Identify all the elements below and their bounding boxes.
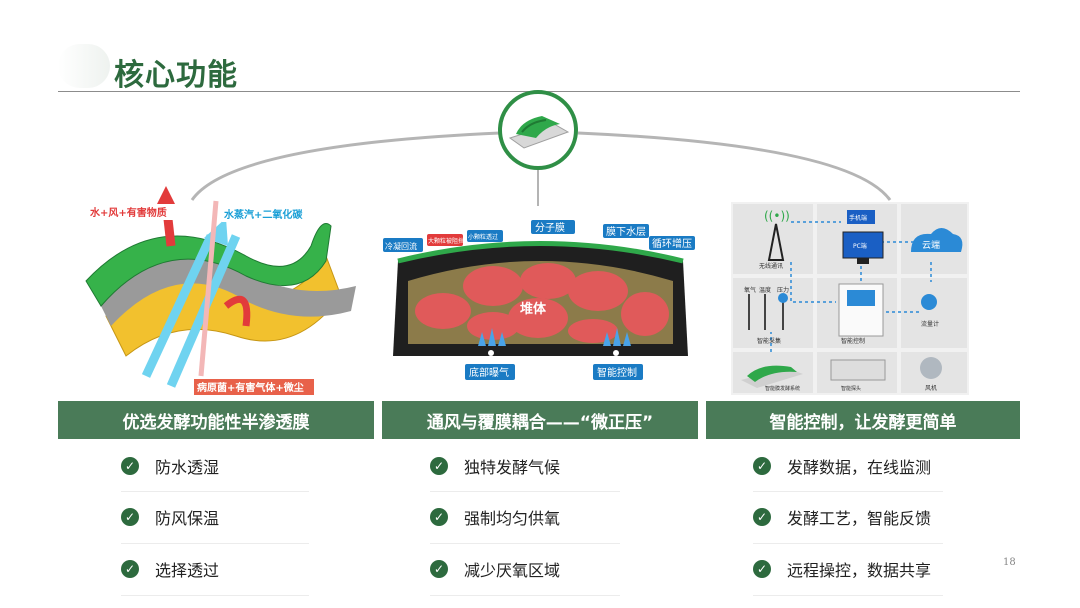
feature-item: ✓ 减少厌氧区域 — [430, 549, 560, 589]
label-harmful-inputs: 水+风+有害物质 — [89, 206, 167, 219]
label-smart-probe: 智能探头 — [841, 385, 861, 392]
check-icon: ✓ — [753, 560, 771, 578]
hub-device-icon — [498, 90, 578, 170]
label-pathogens: 病原菌+有害气体+微尘 — [197, 381, 304, 394]
label-circulation-pressure: 循环增压 — [652, 237, 692, 250]
label-wireless: 无线通讯 — [759, 262, 783, 270]
label-cloud: 云端 — [922, 239, 940, 251]
check-icon: ✓ — [430, 508, 448, 526]
section-bar-smart-control: 智能控制，让发酵更简单 — [706, 401, 1020, 439]
label-membrane-system: 智能膜发酵系统 — [765, 385, 800, 392]
smart-control-system-illustration: ((•)) 无线通讯 手机端 PC端 云端 氧气 温度 压力 智能采集 智能控制… — [731, 202, 969, 395]
label-large-particles: 大颗粒被阻挡 — [428, 237, 464, 245]
feature-item: ✓ 选择透过 — [121, 549, 219, 589]
title-decoration — [58, 44, 110, 88]
item-divider — [121, 491, 309, 492]
label-pressure: 压力 — [777, 286, 789, 294]
feature-item: ✓ 独特发酵气候 — [430, 446, 560, 486]
feature-label: 减少厌氧区域 — [464, 561, 561, 580]
item-divider — [753, 491, 943, 492]
label-smart-control: 智能控制 — [597, 366, 637, 379]
feature-item: ✓ 远程操控，数据共享 — [753, 549, 931, 589]
pile-cross-section-illustration: 堆体 分子膜 膜下水层 循环增压 冷凝回流 大颗粒被阻挡 小颗粒透过 底部曝气 … — [383, 220, 695, 380]
feature-label: 发酵数据，在线监测 — [787, 458, 932, 477]
label-temperature: 温度 — [759, 286, 771, 294]
label-pc: PC端 — [853, 242, 867, 250]
feature-item: ✓ 发酵工艺，智能反馈 — [753, 497, 931, 537]
label-smart-controller: 智能控制 — [841, 337, 865, 345]
section-bar-ventilation: 通风与覆膜耦合——“微正压” — [382, 401, 698, 439]
feature-item: ✓ 强制均匀供氧 — [430, 497, 560, 537]
feature-label: 防风保温 — [155, 509, 220, 528]
item-divider — [430, 491, 620, 492]
feature-label: 强制均匀供氧 — [464, 509, 561, 528]
label-water-layer: 膜下水层 — [606, 226, 646, 238]
check-icon: ✓ — [121, 508, 139, 526]
check-icon: ✓ — [753, 457, 771, 475]
section-bar-membrane: 优选发酵功能性半渗透膜 — [58, 401, 374, 439]
feature-item: ✓ 防风保温 — [121, 497, 219, 537]
label-mobile: 手机端 — [849, 214, 867, 222]
label-oxygen: 氧气 — [744, 286, 756, 294]
item-divider — [753, 595, 943, 596]
feature-label: 防水透湿 — [155, 458, 220, 477]
page-number: 18 — [1003, 557, 1016, 568]
check-icon: ✓ — [430, 560, 448, 578]
feature-label: 选择透过 — [155, 561, 220, 580]
svg-text:((•)): ((•)) — [764, 209, 790, 223]
label-small-particles: 小颗粒透过 — [468, 233, 498, 241]
label-flowmeter: 流量计 — [921, 320, 939, 328]
check-icon: ✓ — [121, 560, 139, 578]
label-vapor-co2: 水蒸汽+二氧化碳 — [223, 208, 303, 221]
page-title: 核心功能 — [114, 58, 238, 93]
item-divider — [121, 543, 309, 544]
item-divider — [430, 595, 620, 596]
feature-label: 发酵工艺，智能反馈 — [787, 509, 932, 528]
label-smart-collection: 智能采集 — [757, 337, 781, 345]
label-pile: 堆体 — [520, 301, 547, 317]
check-icon: ✓ — [121, 457, 139, 475]
label-fan: 风机 — [925, 384, 937, 392]
item-divider — [121, 595, 309, 596]
check-icon: ✓ — [430, 457, 448, 475]
membrane-illustration: 水+风+有害物质 水蒸汽+二氧化碳 病原菌+有害气体+微尘 — [85, 186, 356, 395]
feature-label: 远程操控，数据共享 — [787, 561, 932, 580]
check-icon: ✓ — [753, 508, 771, 526]
item-divider — [753, 543, 943, 544]
item-divider — [430, 543, 620, 544]
feature-item: ✓ 发酵数据，在线监测 — [753, 446, 931, 486]
label-bottom-aeration: 底部曝气 — [469, 366, 509, 379]
label-condensation: 冷凝回流 — [385, 241, 417, 251]
feature-item: ✓ 防水透湿 — [121, 446, 219, 486]
feature-label: 独特发酵气候 — [464, 458, 561, 477]
label-molecular-membrane: 分子膜 — [535, 222, 565, 234]
